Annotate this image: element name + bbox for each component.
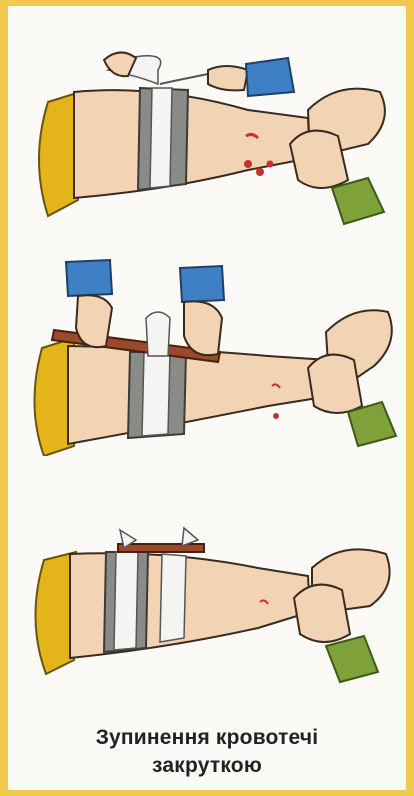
- fixing-bandage: [160, 554, 186, 642]
- holding-hand: [290, 131, 348, 188]
- tourniquet-twisting-icon: [8, 256, 406, 456]
- holding-hand: [294, 585, 350, 642]
- helper-hand-right: [184, 301, 222, 355]
- arm: [68, 346, 330, 444]
- caption: Зупинення кровотечі закруткою: [8, 724, 406, 780]
- step-2-illustration: [8, 256, 406, 456]
- arm: [74, 90, 310, 198]
- helper-hand-left: [76, 295, 112, 347]
- blue-sleeve-right: [180, 266, 224, 302]
- tie-string: [160, 74, 208, 84]
- blue-sleeve-left: [66, 260, 112, 296]
- knot-tie: [146, 312, 170, 356]
- tourniquet-tying-icon: [8, 40, 406, 240]
- twist-stick: [118, 544, 204, 552]
- holding-hand: [308, 355, 362, 413]
- green-sleeve: [326, 636, 378, 682]
- instruction-panel: Зупинення кровотечі закруткою: [8, 6, 406, 790]
- green-sleeve: [332, 178, 384, 224]
- bandage: [142, 352, 170, 436]
- step-1-illustration: [8, 40, 406, 240]
- caption-line-2: закруткою: [8, 752, 406, 780]
- blue-sleeve: [246, 58, 294, 96]
- helper-hand-right: [208, 66, 248, 90]
- bandage: [150, 88, 172, 188]
- bandage: [114, 552, 138, 650]
- step-3-illustration: [8, 510, 406, 710]
- caption-line-1: Зупинення кровотечі: [8, 724, 406, 752]
- tourniquet-secured-icon: [8, 510, 406, 710]
